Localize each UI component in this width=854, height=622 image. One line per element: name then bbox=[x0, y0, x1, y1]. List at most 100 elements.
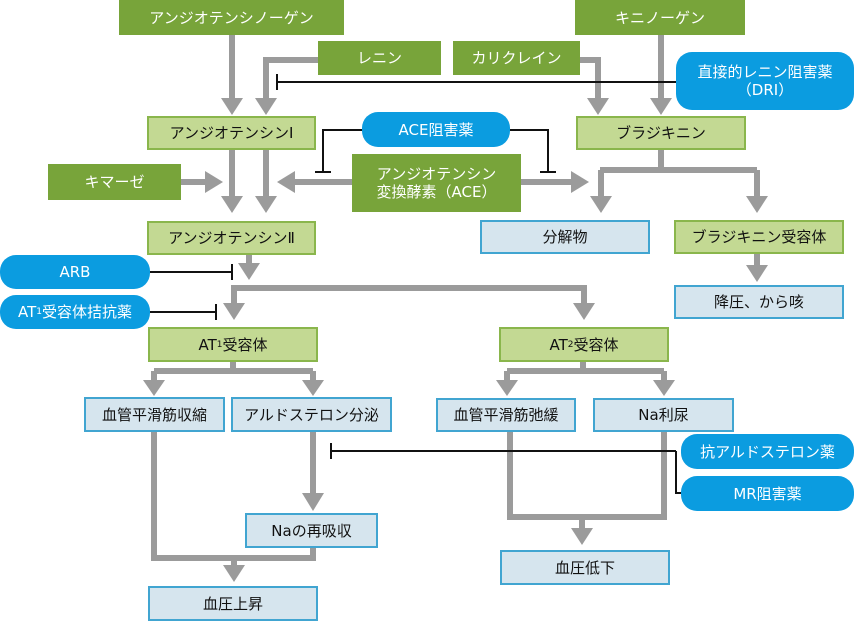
arrow-at1-split bbox=[151, 361, 316, 382]
arrowhead bbox=[653, 380, 675, 396]
arrowhead bbox=[302, 380, 324, 396]
label: カリクレイン bbox=[471, 49, 562, 67]
mr-bracket bbox=[675, 451, 683, 494]
node-hypotension-cough: 降圧、から咳 bbox=[674, 285, 844, 319]
label: 変換酵素（ACE） bbox=[376, 183, 497, 201]
node-ace: アンジオテンシン 変換酵素（ACE） bbox=[352, 154, 521, 212]
label: 血管平滑筋収縮 bbox=[101, 405, 207, 424]
arrowhead bbox=[223, 303, 245, 320]
arrowhead bbox=[571, 171, 589, 193]
arrowhead bbox=[221, 196, 243, 213]
label: ブラジキニン受容体 bbox=[691, 228, 827, 246]
label: 血圧低下 bbox=[554, 558, 615, 577]
label: 受容体 bbox=[222, 335, 268, 354]
node-angiotensinogen: アンジオテンシノーゲン bbox=[119, 0, 344, 35]
arrowhead bbox=[221, 98, 243, 115]
node-bradykinin: ブラジキニン bbox=[576, 116, 746, 150]
label: AT bbox=[17, 303, 37, 321]
arrow-renin-to-ang1 bbox=[263, 57, 318, 100]
arrowhead bbox=[496, 380, 518, 396]
node-na-reabsorption: Naの再吸収 bbox=[245, 513, 378, 548]
node-kininogen: キニノーゲン bbox=[575, 0, 745, 35]
drug-mr-blocker: MR阻害薬 bbox=[681, 476, 854, 511]
node-kallikrein: カリクレイン bbox=[453, 41, 580, 75]
label: 分解物 bbox=[542, 228, 588, 246]
inhibit-at1-antagonist bbox=[150, 304, 217, 320]
node-bp-increase: 血圧上昇 bbox=[148, 586, 318, 621]
drug-anti-aldosterone: 抗アルドステロン薬 bbox=[681, 434, 854, 469]
arrowhead bbox=[587, 98, 609, 115]
inhibit-ace-left bbox=[315, 129, 362, 173]
drug-dri: 直接的レニン阻害薬 （DRI） bbox=[676, 52, 854, 110]
node-angiotensin-1: アンジオテンシンⅠ bbox=[147, 116, 316, 150]
label: Naの再吸収 bbox=[271, 521, 352, 540]
label: 直接的レニン阻害薬 bbox=[697, 63, 833, 81]
arrowhead bbox=[573, 303, 595, 320]
label: アンジオテンシン bbox=[376, 165, 497, 183]
subscript: 1 bbox=[36, 307, 42, 317]
arrowhead bbox=[205, 171, 223, 193]
drug-ace-inhibitor: ACE阻害薬 bbox=[362, 112, 510, 147]
arrowhead bbox=[650, 98, 672, 115]
label: アンジオテンシノーゲン bbox=[149, 8, 314, 27]
arrowhead bbox=[571, 528, 593, 545]
label: 血管平滑筋弛緩 bbox=[453, 406, 559, 424]
arrowhead bbox=[746, 265, 768, 282]
arrowhead bbox=[255, 98, 277, 115]
arrowhead bbox=[277, 171, 295, 193]
arrowhead bbox=[746, 196, 768, 213]
drug-arb: ARB bbox=[0, 255, 150, 289]
arrow-ang2-split bbox=[231, 285, 587, 305]
node-vasoconstriction: 血管平滑筋収縮 bbox=[84, 397, 225, 432]
node-chymase: キマーゼ bbox=[48, 164, 181, 200]
label: MR阻害薬 bbox=[733, 484, 802, 503]
arrow-to-bp-decrease bbox=[507, 430, 667, 530]
node-aldosterone-secretion: アルドステロン分泌 bbox=[231, 397, 392, 432]
label: 受容体 bbox=[573, 335, 619, 354]
node-vasorelaxation: 血管平滑筋弛緩 bbox=[436, 398, 576, 432]
label: 降圧、から咳 bbox=[713, 293, 804, 311]
arrow-bradykinin-split bbox=[598, 148, 760, 198]
arrow-at2-split bbox=[504, 361, 667, 382]
arrowhead bbox=[255, 196, 277, 213]
label: キマーゼ bbox=[84, 173, 145, 191]
label: Na利尿 bbox=[638, 406, 689, 424]
label: （DRI） bbox=[736, 81, 794, 99]
label: アルドステロン分泌 bbox=[244, 405, 379, 424]
inhibit-anti-aldosterone bbox=[330, 443, 676, 459]
node-na-diuresis: Na利尿 bbox=[593, 398, 734, 432]
subscript: 1 bbox=[216, 339, 223, 350]
label: レニン bbox=[356, 49, 402, 67]
label: ARB bbox=[59, 263, 91, 281]
label: ACE阻害薬 bbox=[398, 120, 474, 139]
label: アンジオテンシンⅠ bbox=[169, 124, 294, 142]
label: アンジオテンシンⅡ bbox=[168, 229, 295, 247]
inhibit-arb bbox=[150, 264, 233, 280]
arrowhead bbox=[143, 380, 165, 396]
label: ブラジキニン bbox=[616, 124, 706, 142]
label: AT bbox=[549, 335, 568, 354]
label: 抗アルドステロン薬 bbox=[700, 442, 835, 461]
label: 受容体拮抗薬 bbox=[41, 303, 132, 321]
arrowhead bbox=[223, 565, 245, 582]
label: キニノーゲン bbox=[614, 8, 705, 27]
inhibit-dri bbox=[276, 74, 676, 90]
node-angiotensin-2: アンジオテンシンⅡ bbox=[147, 221, 316, 255]
node-bp-decrease: 血圧低下 bbox=[500, 550, 670, 585]
arrowhead bbox=[302, 493, 324, 511]
node-degradation: 分解物 bbox=[480, 220, 650, 254]
arrow-kallikrein-to-bradykinin bbox=[580, 57, 601, 100]
label: 血圧上昇 bbox=[202, 594, 263, 613]
node-renin: レニン bbox=[318, 41, 441, 75]
arrowhead bbox=[590, 196, 612, 213]
label: AT bbox=[198, 335, 217, 354]
arrowhead bbox=[238, 263, 260, 280]
subscript: 2 bbox=[567, 339, 574, 350]
inhibit-ace-right bbox=[509, 129, 556, 173]
node-bradykinin-receptor: ブラジキニン受容体 bbox=[674, 220, 844, 254]
